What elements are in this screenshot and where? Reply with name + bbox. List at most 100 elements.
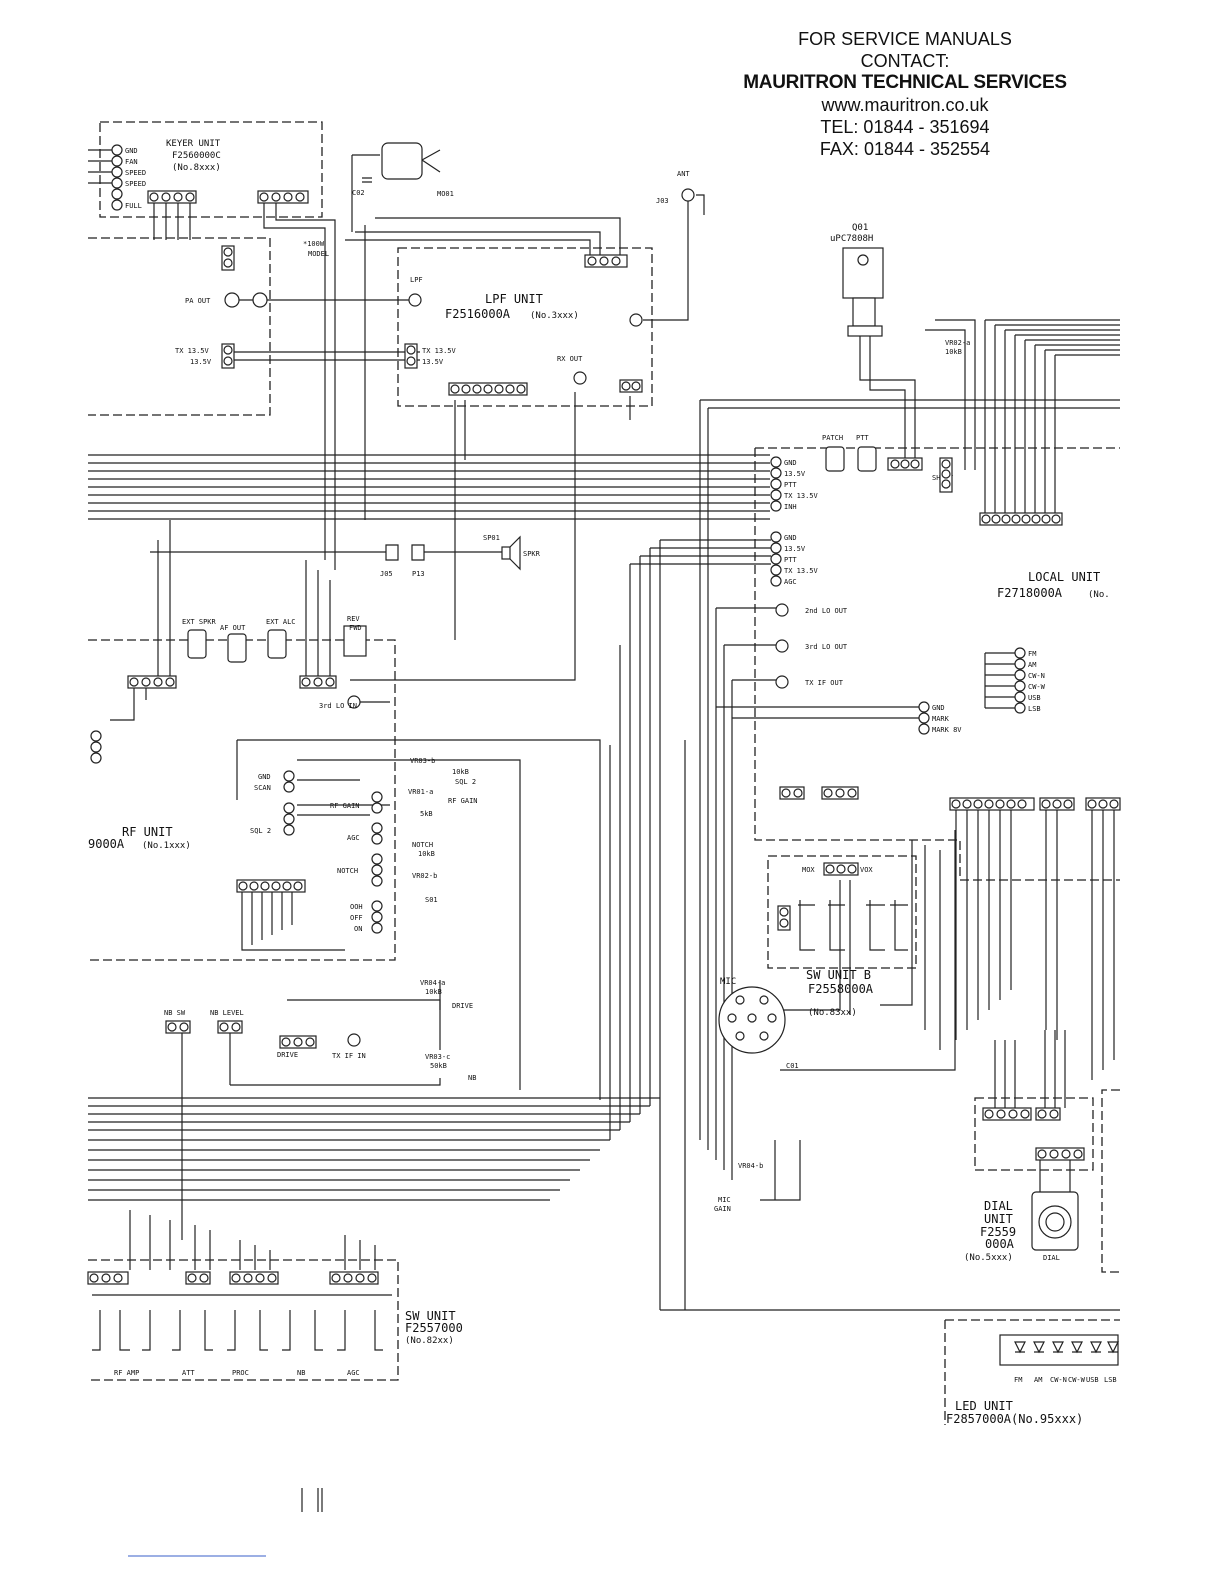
vr02b-label: VR02-b: [412, 872, 437, 880]
header-line-2: CONTACT:: [860, 51, 950, 71]
rx-out-label: RX OUT: [557, 355, 583, 363]
rf-unit-name: RF UNIT: [122, 825, 173, 839]
lpf-unit-label: LPF UNIT F2516000A (No.3xxx) LPF: [408, 276, 579, 321]
vr03c-label: VR03-c: [425, 1053, 450, 1061]
sw-unit-a-no: (No.82xx): [405, 1336, 454, 1346]
p41-tx13v: TX 13.5V: [784, 492, 819, 500]
ptt-label: PTT: [856, 434, 869, 442]
rf-pin-ooh: OOH: [350, 903, 363, 911]
dial-unit-name: DIAL: [984, 1199, 1013, 1213]
tx-if-out-label: TX IF OUT: [805, 679, 844, 687]
p41-ptt: PTT: [784, 481, 797, 489]
vr04b-label: VR04-b: [738, 1162, 763, 1170]
p13-label: P13: [412, 570, 425, 578]
keyer-unit-part: F2560000C: [172, 151, 221, 161]
keyer-connector-p8102: GND FAN SPEED SPEED FULL: [88, 144, 146, 211]
p41-inh: INH: [784, 503, 797, 511]
header-fax: FAX: 01844 - 352554: [819, 139, 991, 159]
led-cwn-label: CW-N: [1050, 1376, 1067, 1384]
patch-label: PATCH: [822, 434, 843, 442]
ant-label: ANT: [677, 170, 690, 178]
p41-13v: 13.5V: [784, 470, 806, 478]
rf-audio-connector-p12: [110, 520, 390, 721]
drive-label: DRIVE: [452, 1002, 473, 1010]
dial-knob: DIAL: [1031, 1191, 1079, 1262]
nb-sw-label: NB SW: [164, 1009, 186, 1017]
lpf-13v-label: 13.5V: [422, 358, 444, 366]
p58-cww: CW-W: [1028, 683, 1046, 691]
rf-pin-sql2: SQL 2: [250, 827, 271, 835]
dial-label: DIAL: [1043, 1254, 1060, 1262]
dial-unit-label: DIAL UNIT F2559 000A (No.5xxx): [964, 1199, 1016, 1263]
sw-unit-b-label: SW UNIT B F2558000A (No.83xx): [806, 968, 874, 1018]
sw-b-connectors: MOX VOX: [777, 786, 908, 951]
rf-pin-gnd: GND: [258, 773, 271, 781]
lpf-unit-box: [397, 247, 653, 407]
sw-nb-label: NB: [297, 1369, 305, 1377]
keyer-pin-fan: FAN: [125, 158, 138, 166]
p32-ptt: PTT: [784, 556, 797, 564]
vr04a-label: VR04-a: [420, 979, 445, 987]
dial-connectors: [982, 1107, 1085, 1161]
rf-wires: [181, 739, 601, 1240]
local-unit-no: (No.: [1088, 590, 1110, 600]
lpf-unit-name: LPF UNIT: [485, 292, 543, 306]
sw-a-connectors: [87, 1271, 379, 1285]
keyer-unit-box: [99, 121, 323, 218]
service-header: FOR SERVICE MANUALS CONTACT: MAURITRON T…: [740, 28, 1070, 160]
vr04a-value: 10kB: [425, 988, 442, 996]
rf-mode-connector-p57: [236, 879, 306, 893]
local-unit-label: LOCAL UNIT F2718000A (No.: [997, 570, 1110, 600]
sw-a-switches: RF AMP ATT PROC NB AGC: [92, 1294, 392, 1377]
lpf-wires: [232, 154, 631, 681]
control-connectors-p39: [949, 797, 1121, 1080]
dial-unit-name2: UNIT: [984, 1212, 1013, 1226]
pa-out-label: PA OUT: [185, 297, 211, 305]
led-unit-name: LED UNIT: [955, 1399, 1013, 1413]
keyer-unit-label: KEYER UNIT F2560000C (No.8xxx): [166, 139, 221, 173]
q01-label: Q01: [852, 223, 868, 233]
led-unit-box: [944, 1319, 1120, 1425]
ext-jacks: [187, 625, 367, 663]
pa-tx-connectors: PA OUT TX 13.5V 13.5V 3rd LO IN REV FWD: [175, 245, 362, 710]
sw-b-dial-wires: [760, 830, 1071, 1230]
vr03b-value: 10kB: [452, 768, 469, 776]
misc-part-labels: *100W MODEL VR04-b MIC GAIN C01 VR04-a 1…: [303, 240, 970, 1213]
local-lo-outputs: 2nd LO OUT 3rd LO OUT TX IF OUT: [775, 603, 848, 689]
led-strip: FM AM CW-N CW-W USB LSB: [999, 1334, 1119, 1384]
mic-gain-label: MIC: [718, 1196, 731, 1204]
p58-am: AM: [1028, 661, 1036, 669]
vr03c-value: 50kB: [430, 1062, 447, 1070]
lower-horizontal-bus: [88, 1097, 660, 1201]
nb-label: NB: [468, 1074, 476, 1082]
lpf-tx13v-label: TX 13.5V: [422, 347, 457, 355]
mic-label: MIC: [720, 977, 736, 987]
rf-unit-label: RF UNIT 9000A (No.1xxx): [88, 825, 191, 851]
rf-connectors: GND SCAN SQL 2 RF GAIN AGC NOTCH OOH OFF…: [250, 770, 383, 934]
mo01-label: MO01: [437, 190, 454, 198]
fan-motor-mo01: MO01: [381, 142, 454, 198]
p41-gnd: GND: [784, 459, 797, 467]
model-note: *100W: [303, 240, 325, 248]
keyer-pin-gnd: GND: [125, 147, 138, 155]
header-website[interactable]: www.mauritron.co.uk: [821, 95, 989, 115]
vr01a-label: VR01-a: [408, 788, 433, 796]
p32-gnd: GND: [784, 534, 797, 542]
j05-label: J05: [380, 570, 393, 578]
sw-a-wires: [129, 1210, 376, 1270]
capacitor-c02: C02: [352, 177, 372, 197]
sw-unit-b-no: (No.83xx): [808, 1008, 857, 1018]
local-right-wires: [859, 319, 1120, 515]
lpf-unit-part: F2516000A: [445, 307, 511, 321]
keyer-pin-speed-2: SPEED: [125, 180, 146, 188]
sw-rf-amp-label: RF AMP: [114, 1369, 139, 1377]
sw-unit-a-name: SW UNIT: [405, 1309, 456, 1323]
spkr-label: SPKR: [523, 550, 541, 558]
c01-label: C01: [786, 1062, 799, 1070]
lpf-in-label: LPF: [410, 276, 423, 284]
local-connector-p32: GND 13.5V PTT TX 13.5V AGC: [630, 531, 819, 587]
sw-unit-a-box: [88, 1259, 399, 1381]
model-note-2: MODEL: [308, 250, 329, 258]
sw-unit-a-label: SW UNIT F2557000 (No.82xx): [405, 1309, 463, 1346]
vr02a-value: 10kB: [945, 348, 962, 356]
